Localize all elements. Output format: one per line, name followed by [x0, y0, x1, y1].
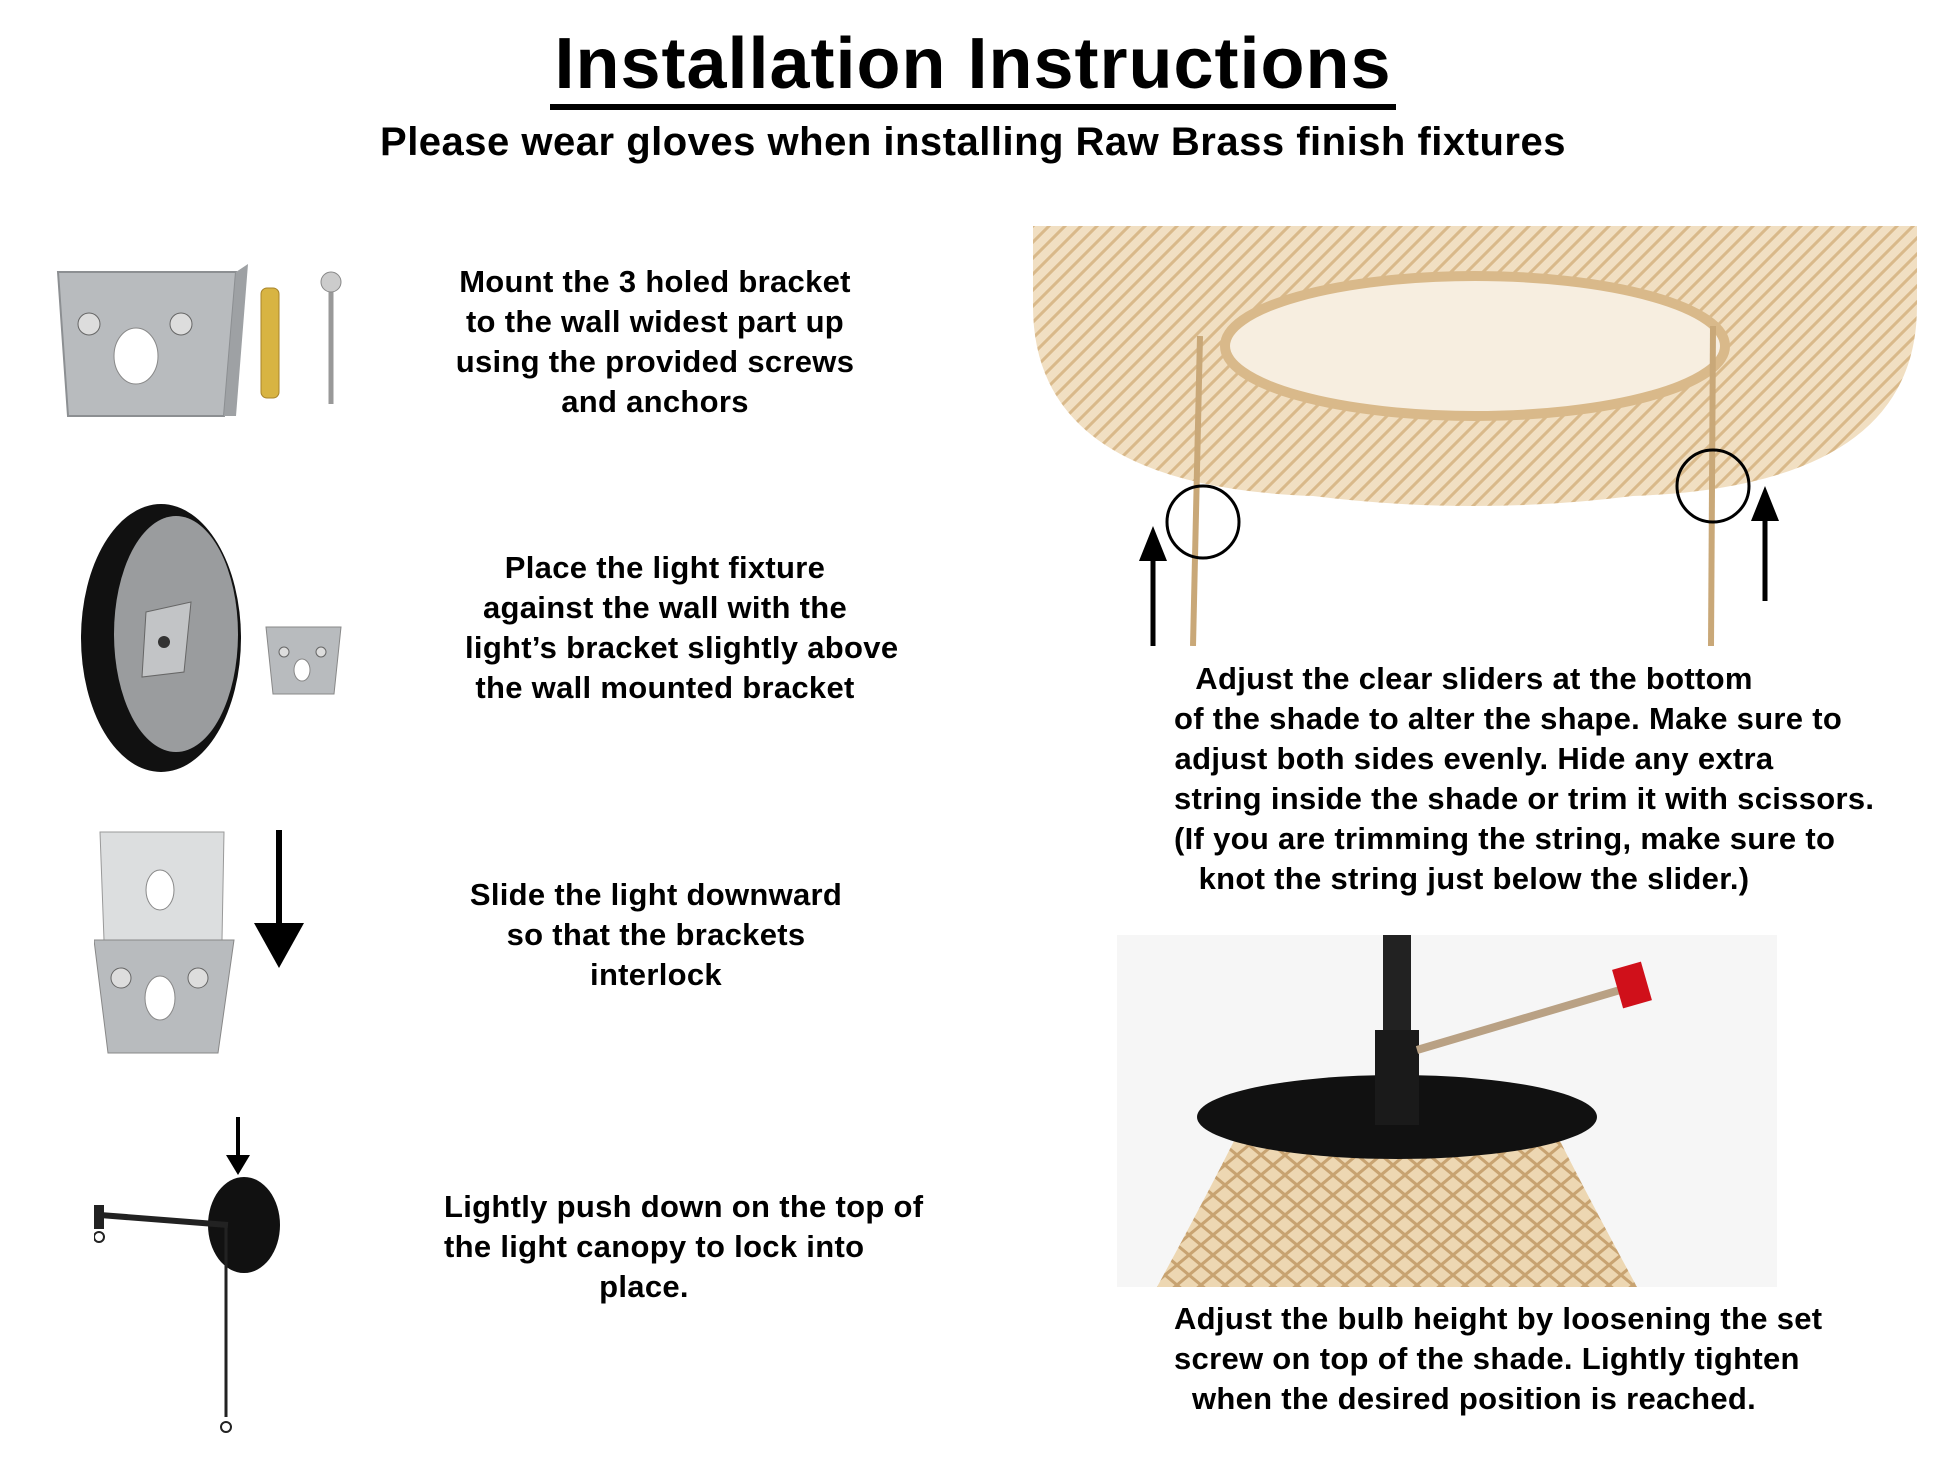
arrow-up-icon: [1139, 526, 1167, 646]
slider-highlight-circle: [1675, 448, 1751, 524]
text-line: interlock: [590, 957, 722, 992]
bracket-screws-anchors-image: [56, 264, 351, 424]
text-line: using the provided screws: [455, 344, 855, 379]
sconce-push-down-image: [94, 1117, 294, 1437]
page-title-text: Installation Instructions: [550, 24, 1396, 110]
text-line: when the desired position is reached.: [1191, 1381, 1757, 1416]
arrow-down-icon: [226, 1117, 250, 1175]
canopy-with-bracket-image: [56, 502, 346, 774]
text-line: Place the light fixture: [504, 550, 826, 585]
rattan-shade-sliders-image: [1033, 226, 1917, 646]
text-line: adjust both sides evenly. Hide any extra: [1174, 741, 1774, 776]
text-line: of the shade to alter the shape. Make su…: [1174, 701, 1843, 736]
step-mount-bracket-text: Mount the 3 holed bracket to the wall wi…: [455, 262, 855, 422]
text-line: place.: [599, 1269, 689, 1304]
text-line: Slide the light downward: [469, 877, 843, 912]
text-line: and anchors: [561, 384, 749, 419]
text-line: Adjust the clear sliders at the bottom: [1195, 661, 1753, 696]
shade-set-screw-image: [1117, 935, 1777, 1287]
text-line: Adjust the bulb height by loosening the …: [1174, 1301, 1823, 1336]
text-line: light’s bracket slightly above: [465, 630, 899, 665]
text-line: the wall mounted bracket: [475, 670, 855, 705]
text-line: the light canopy to lock into: [444, 1229, 865, 1264]
text-line: to the wall widest part up: [465, 304, 845, 339]
step-adjust-sliders-text: Adjust the clear sliders at the bottom o…: [1174, 659, 1875, 899]
text-line: (If you are trimming the string, make su…: [1174, 821, 1836, 856]
page-title: Installation Instructions: [0, 22, 1946, 110]
text-line: Mount the 3 holed bracket: [459, 264, 851, 299]
step-place-fixture-text: Place the light fixture against the wall…: [465, 548, 899, 708]
text-line: so that the brackets: [506, 917, 806, 952]
arrow-up-icon: [1751, 486, 1779, 601]
text-line: Lightly push down on the top of: [444, 1189, 924, 1224]
arrow-down-icon: [254, 830, 304, 968]
slider-highlight-circle: [1165, 484, 1241, 560]
text-line: screw on top of the shade. Lightly tight…: [1174, 1341, 1800, 1376]
step-slide-down-text: Slide the light downward so that the bra…: [456, 875, 856, 995]
interlocking-brackets-image: [94, 828, 314, 1058]
step-adjust-bulb-text: Adjust the bulb height by loosening the …: [1174, 1299, 1823, 1419]
text-line: against the wall with the: [482, 590, 848, 625]
step-push-down-text: Lightly push down on the top of the ligh…: [444, 1187, 924, 1307]
page-subtitle: Please wear gloves when installing Raw B…: [380, 120, 1566, 164]
text-line: string inside the shade or trim it with …: [1174, 781, 1875, 816]
text-line: knot the string just below the slider.): [1198, 861, 1750, 896]
